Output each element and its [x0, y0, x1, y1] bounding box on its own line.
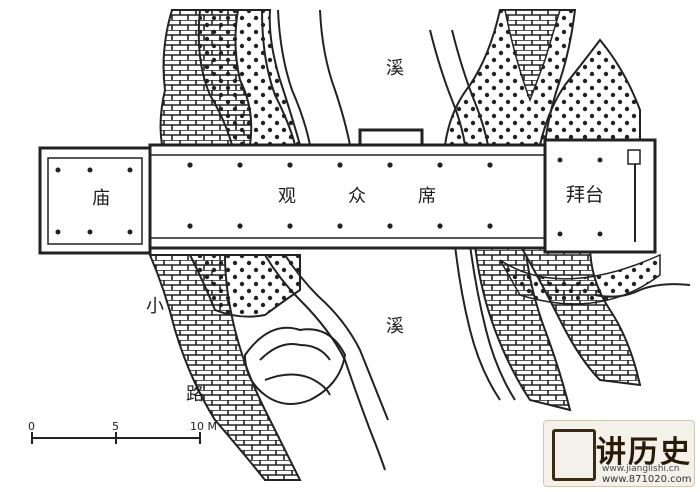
creek-label-top: 溪	[386, 58, 404, 79]
audience-label-3: 席	[418, 186, 436, 207]
audience-label-1: 观	[278, 186, 296, 207]
rock-outcrop	[243, 326, 347, 405]
creek-label-bottom: 溪	[386, 316, 404, 337]
audience-label-2: 众	[348, 186, 366, 207]
path-label-1: 小	[146, 296, 164, 317]
upper-creek-lines	[261, 9, 489, 146]
watermark-url: www.871020.com	[602, 474, 692, 485]
lower-right-bank	[473, 244, 661, 412]
temple-building	[38, 146, 152, 255]
covered-bridge	[148, 128, 547, 250]
watermark-url-small: www.jianglishi.cn	[602, 464, 680, 474]
lower-left-bank	[148, 254, 302, 481]
upper-right-bank	[443, 9, 641, 146]
scale-tick-10: 10 M	[190, 420, 217, 433]
temple-label: 庙	[92, 188, 110, 209]
stage-building	[543, 138, 657, 254]
watermark-logo-icon	[552, 429, 596, 481]
watermark-title: 讲历史	[596, 435, 692, 470]
scale-bar	[31, 432, 201, 444]
scale-tick-5: 5	[112, 420, 119, 433]
scale-tick-0: 0	[28, 420, 35, 433]
site-watermark: 讲历史 www.jianglishi.cn www.871020.com	[543, 420, 695, 487]
lower-creek-lines	[264, 244, 691, 471]
stage-label: 拜台	[566, 184, 605, 206]
path-label-2: 路	[186, 384, 204, 405]
